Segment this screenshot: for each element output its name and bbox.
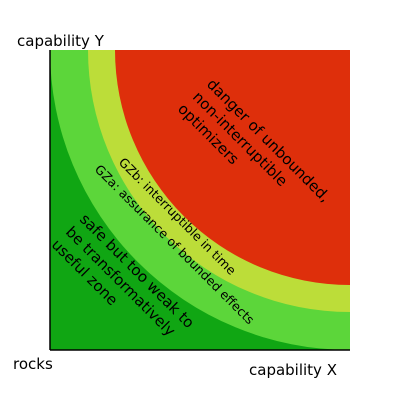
danger-zone-region [115,50,350,285]
x-axis-label: capability X [249,361,337,379]
y-axis-label: capability Y [17,32,105,50]
origin-label: rocks [13,355,53,373]
